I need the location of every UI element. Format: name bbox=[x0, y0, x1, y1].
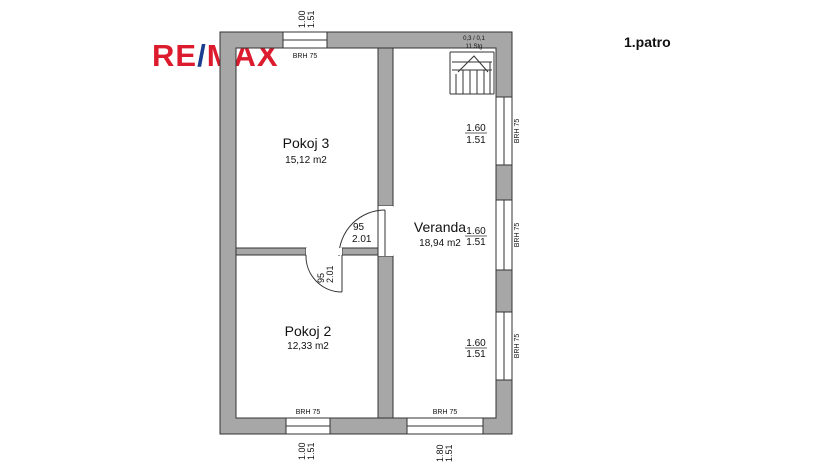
window-bottom-left-width: 1.00 bbox=[297, 442, 307, 460]
room-name-pokoj-3: Pokoj 3 bbox=[283, 135, 330, 151]
window-right-1 bbox=[495, 96, 513, 166]
window-right-1-height: 1.51 bbox=[466, 135, 486, 146]
window-bottom-right-sill: BRH 75 bbox=[433, 409, 458, 416]
window-right-2 bbox=[495, 199, 513, 271]
logo-slash: / bbox=[197, 38, 207, 73]
window-top-left bbox=[282, 31, 328, 49]
window-bottom-right-width: 1.80 bbox=[435, 444, 445, 462]
door-veranda-height: 2.01 bbox=[352, 234, 372, 245]
window-bottom-right bbox=[406, 417, 484, 435]
window-right-3 bbox=[495, 311, 513, 381]
window-right-2-height: 1.51 bbox=[466, 237, 486, 248]
window-right-3-width: 1.60 bbox=[466, 338, 486, 349]
door-pokoj-2 bbox=[305, 248, 343, 293]
door-pokoj-2-width: 95 bbox=[316, 273, 326, 283]
floor-label: 1.patro bbox=[624, 34, 671, 50]
walls bbox=[219, 31, 513, 435]
window-top-left-width: 1.00 bbox=[297, 10, 307, 28]
door-veranda bbox=[338, 206, 393, 257]
stairs bbox=[449, 51, 495, 95]
door-pokoj-2-height: 2.01 bbox=[325, 265, 335, 283]
logo-text-re: RE bbox=[152, 38, 198, 73]
window-bottom-left-height: 1.51 bbox=[306, 442, 316, 460]
stairs-steps: 11 Stg bbox=[466, 44, 483, 50]
room-area-pokoj-2: 12,33 m2 bbox=[287, 341, 329, 352]
room-name-veranda: Veranda bbox=[414, 219, 466, 235]
window-right-1-width: 1.60 bbox=[466, 123, 486, 134]
room-name-pokoj-2: Pokoj 2 bbox=[285, 323, 332, 339]
window-right-2-width: 1.60 bbox=[466, 226, 486, 237]
window-right-3-sill: BRH 75 bbox=[514, 334, 521, 359]
window-top-left-sill: BRH 75 bbox=[293, 53, 318, 60]
room-area-veranda: 18,94 m2 bbox=[419, 238, 461, 249]
window-bottom-left-sill: BRH 75 bbox=[296, 409, 321, 416]
door-veranda-width: 95 bbox=[353, 222, 365, 233]
stairs-size: 0,3 / 0,1 bbox=[463, 36, 485, 42]
window-right-3-height: 1.51 bbox=[466, 349, 486, 360]
window-bottom-left bbox=[285, 417, 331, 435]
window-right-1-sill: BRH 75 bbox=[514, 119, 521, 144]
window-bottom-right-height: 1.51 bbox=[444, 444, 454, 462]
window-right-2-sill: BRH 75 bbox=[514, 223, 521, 248]
window-top-left-height: 1.51 bbox=[306, 10, 316, 28]
room-area-pokoj-3: 15,12 m2 bbox=[285, 155, 327, 166]
